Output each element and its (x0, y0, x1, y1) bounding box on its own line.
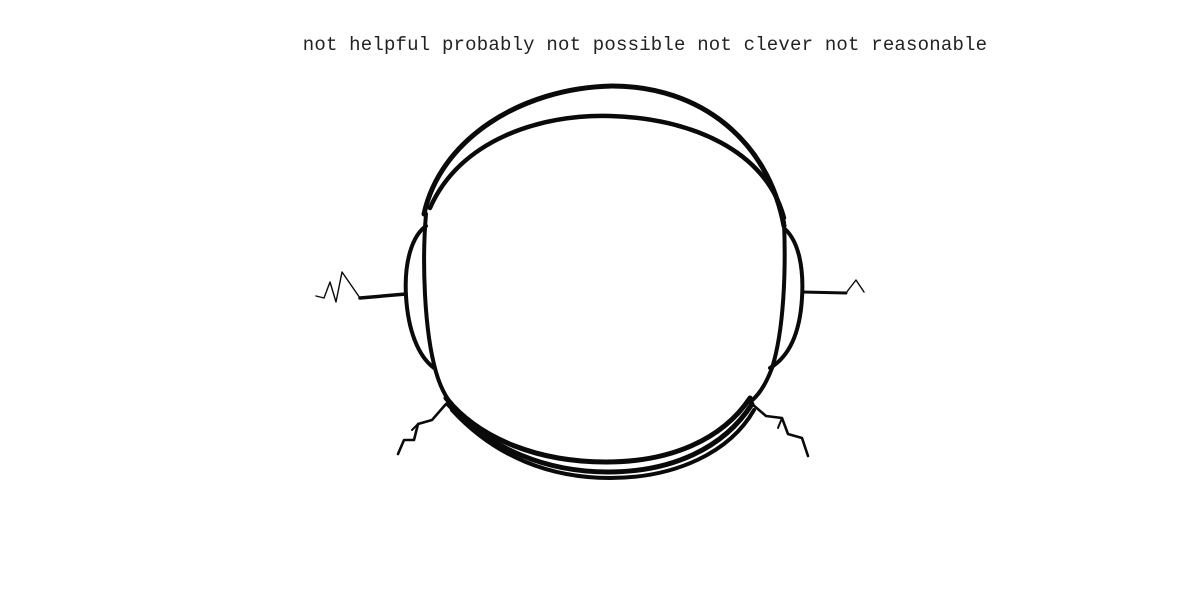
right-crack-branch (777, 417, 783, 429)
headband-inner-arc (427, 113, 787, 221)
caption-text: not helpful probably not possible not cl… (302, 34, 988, 56)
right-zigzag-sound (845, 279, 865, 294)
right-crack (750, 402, 810, 458)
headband-outer-arc (421, 83, 787, 229)
right-cord (800, 290, 848, 295)
jaw-stroke-1 (443, 395, 753, 465)
jaw-stroke-3 (450, 408, 756, 480)
left-crack-branch (411, 423, 419, 431)
left-crack (396, 402, 448, 456)
face-left-edge (422, 212, 454, 406)
face-right-edge (748, 220, 787, 404)
left-cord (358, 292, 408, 300)
right-ear-cup (768, 228, 805, 370)
left-ear-cup (403, 224, 436, 370)
left-zigzag-sound (315, 271, 361, 303)
jaw-stroke-2 (445, 401, 755, 475)
